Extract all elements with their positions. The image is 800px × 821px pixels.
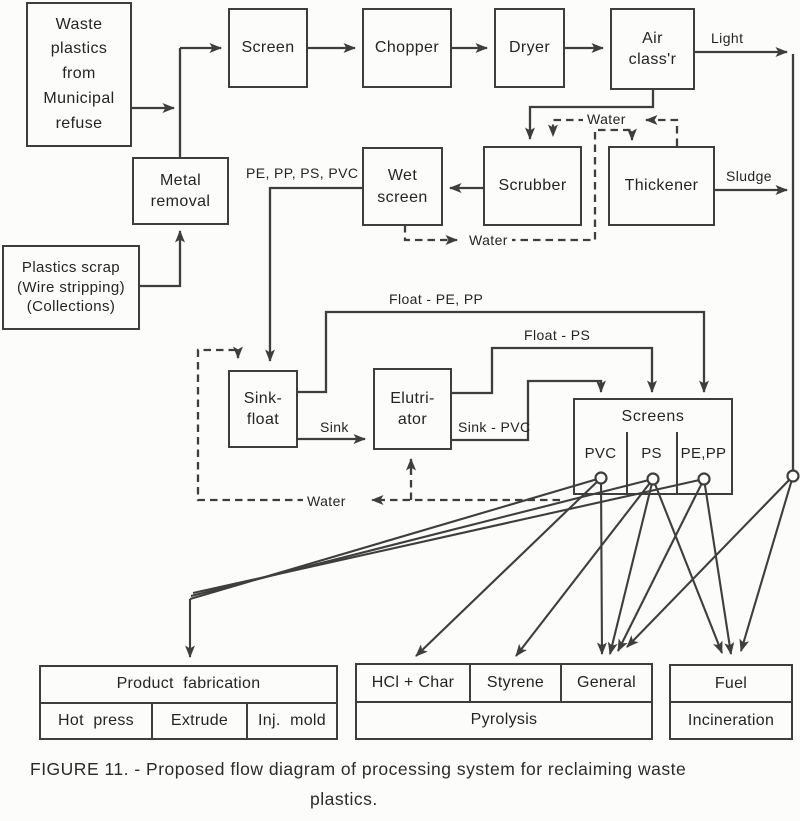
box-elutriator: Elutri- ator <box>373 368 452 450</box>
fuel-row: Fuel <box>671 666 791 701</box>
cell-styrene: Styrene <box>469 665 560 701</box>
product-fabrication-cells-row: Hot press Extrude Inj. mold <box>41 701 336 738</box>
screens-divider-1 <box>626 432 629 493</box>
table-product-fabrication: Product fabrication Hot press Extrude In… <box>39 665 338 740</box>
cell-inj-mold: Inj. mold <box>246 703 336 738</box>
box-air-classifier: Air class'r <box>610 8 695 90</box>
screens-compartment-pepp: PE,PP <box>680 445 727 462</box>
screens-divider-2 <box>676 432 679 493</box>
box-screen: Screen <box>228 8 308 88</box>
pyrolysis-footer-row: Pyrolysis <box>357 700 651 739</box>
screens-compartment-pvc: PVC <box>584 445 617 462</box>
box-plastics-scrap: Plastics scrap (Wire stripping) (Collect… <box>2 245 140 330</box>
incineration-row: Incineration <box>671 701 791 738</box>
cell-fuel: Fuel <box>714 674 748 692</box>
box-waste-plastics: Waste plastics from Municipal refuse <box>26 2 132 147</box>
box-dryer: Dryer <box>494 8 565 88</box>
box-thickener: Thickener <box>608 146 715 226</box>
table-fuel-incineration: Fuel Incineration <box>669 664 793 740</box>
screens-title: Screens <box>621 408 685 425</box>
cell-hcl-char: HCl + Char <box>371 673 455 691</box>
product-fabrication-header-row: Product fabrication <box>41 667 336 702</box>
screens-compartment-ps: PS <box>641 445 662 462</box>
figure-caption: FIGURE 11. - Proposed flow diagram of pr… <box>30 754 780 814</box>
box-wet-screen: Wet screen <box>362 147 443 226</box>
box-sink-float: Sink- float <box>228 370 298 448</box>
cell-pyrolysis: Pyrolysis <box>470 711 538 729</box>
box-screens: Screens PVC PS PE,PP <box>573 398 733 495</box>
product-fabrication-header: Product fabrication <box>116 675 261 693</box>
box-chopper: Chopper <box>362 8 452 88</box>
caption-line-1: FIGURE 11. - Proposed flow diagram of pr… <box>30 759 687 779</box>
box-metal-removal: Metal removal <box>132 157 229 225</box>
cell-incineration: Incineration <box>687 711 775 729</box>
cell-extrude: Extrude <box>151 703 246 738</box>
cell-hot-press: Hot press <box>58 711 134 729</box>
table-pyrolysis: HCl + Char Styrene General Pyrolysis <box>355 663 653 740</box>
caption-line-2: plastics. <box>310 789 378 809</box>
pyrolysis-cells-row: HCl + Char Styrene General <box>357 665 651 701</box>
box-scrubber: Scrubber <box>483 146 582 226</box>
cell-general: General <box>560 665 651 701</box>
